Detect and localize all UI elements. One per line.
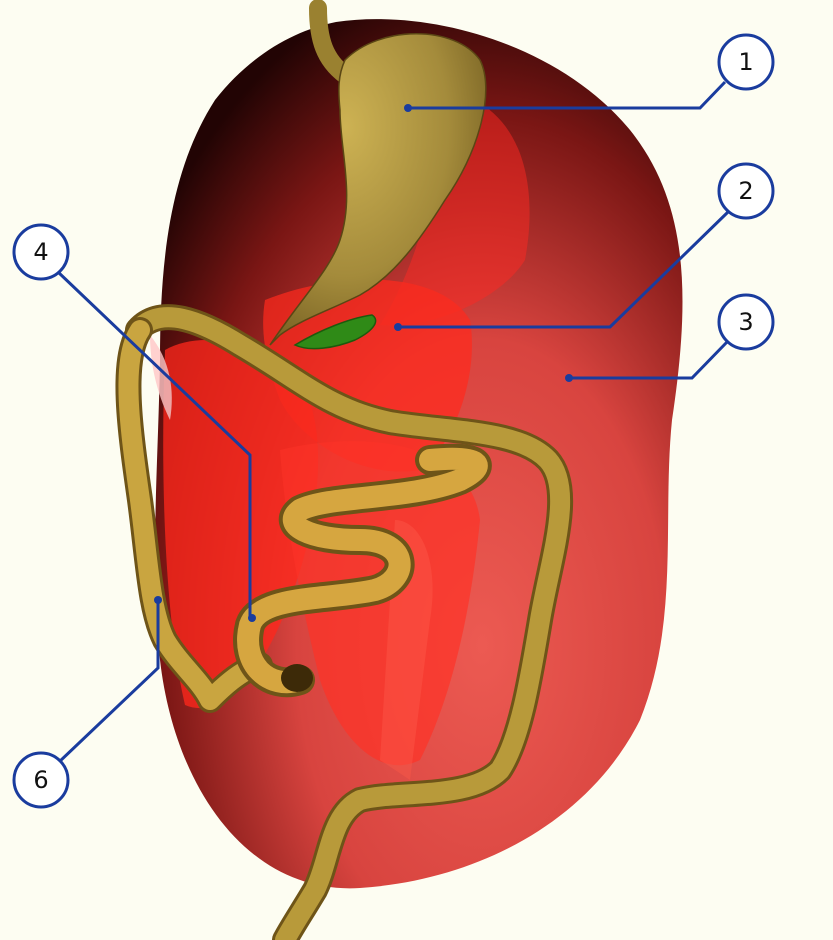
callout-2-number: 2 <box>738 177 753 205</box>
callout-4-number: 4 <box>33 238 48 266</box>
callout-3-number: 3 <box>738 308 753 336</box>
callout-3-anchor <box>565 374 573 382</box>
callout-6-anchor <box>154 596 162 604</box>
callout-1-anchor <box>404 104 412 112</box>
callout-6: 6 <box>14 596 162 807</box>
callout-4-anchor <box>248 614 256 622</box>
callout-6-leader <box>58 600 158 763</box>
callout-2-anchor <box>394 323 402 331</box>
callout-6-number: 6 <box>33 766 48 794</box>
callout-1-number: 1 <box>738 48 753 76</box>
intestine-end-cap <box>281 664 313 692</box>
